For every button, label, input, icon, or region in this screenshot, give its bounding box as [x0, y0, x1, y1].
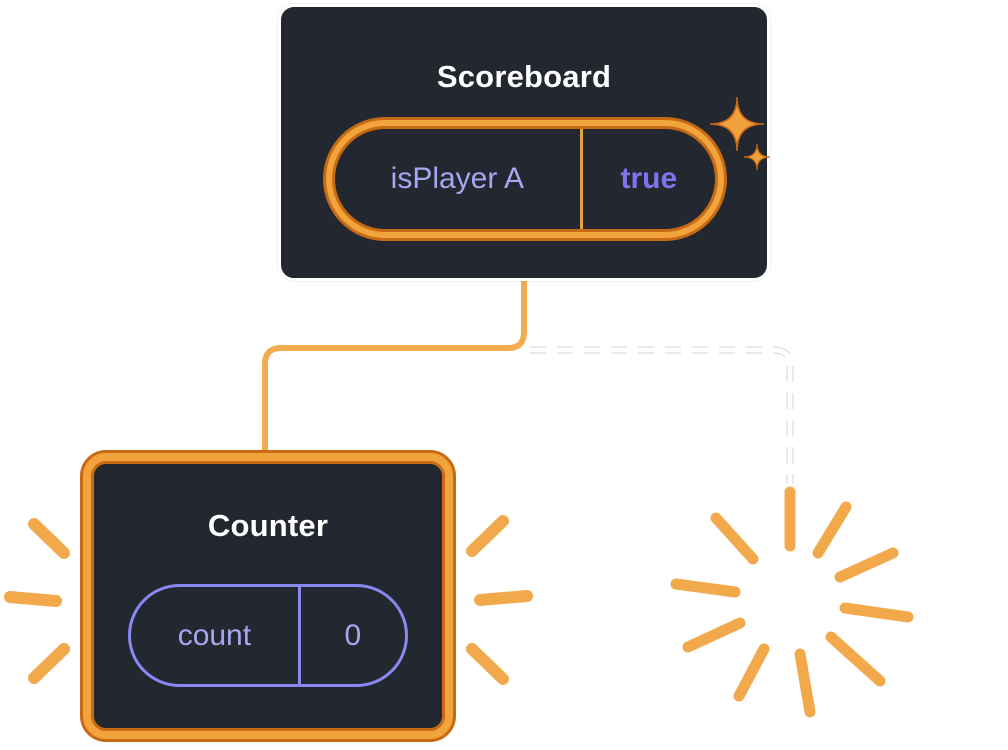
counter-state-key: count: [177, 618, 252, 652]
pill-divider: [297, 587, 301, 684]
sparkle-icon: [709, 96, 771, 171]
scoreboard-title: Scoreboard: [436, 59, 612, 94]
scoreboard-state-pill: isPlayer A true: [323, 117, 727, 241]
counter-state-value: 0: [344, 618, 362, 652]
scoreboard-state-key: isPlayer A: [390, 162, 525, 195]
counter-card-body: Counter count 0: [91, 461, 445, 731]
connector-dashed-line: [530, 347, 793, 484]
emphasis-rays-left-icon: [4, 518, 70, 684]
poof-burst-icon: [670, 486, 914, 718]
scoreboard-component-card: Scoreboard isPlayer A true: [278, 4, 771, 281]
scoreboard-state-value: true: [620, 162, 678, 195]
pill-divider: [579, 129, 583, 229]
connector-solid-line: [262, 276, 527, 456]
emphasis-rays-right-icon: [466, 515, 533, 685]
counter-component-card: Counter count 0: [80, 450, 456, 742]
scoreboard-state-pill-inner: isPlayer A true: [332, 126, 718, 232]
counter-title: Counter: [207, 508, 329, 543]
counter-state-pill: count 0: [128, 584, 408, 687]
connector-dashed-line-outline: [530, 346, 794, 484]
